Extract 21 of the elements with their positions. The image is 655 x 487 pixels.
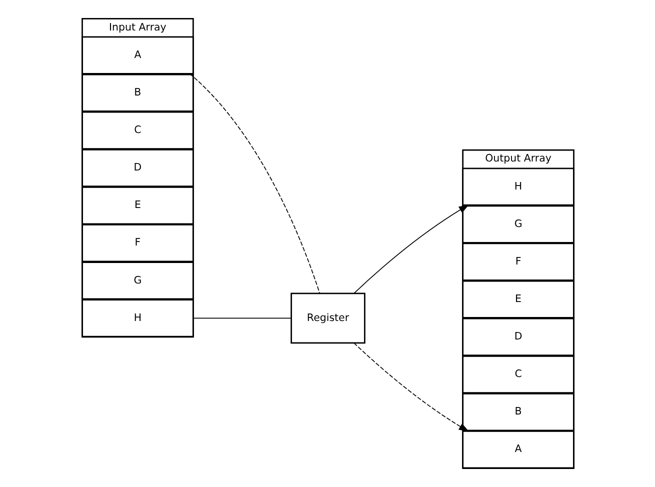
node-box: G (81, 262, 194, 300)
node-box: B (462, 393, 574, 432)
node-box: E (81, 186, 194, 225)
connector (188, 73, 320, 294)
node-box: C (462, 355, 574, 394)
node-box: H (462, 168, 574, 206)
node-box: E (462, 280, 574, 318)
node-box: F (462, 242, 574, 281)
arrow (353, 342, 469, 432)
arrow (353, 204, 469, 294)
node-box: Register (290, 292, 365, 344)
node-box: A (462, 430, 574, 469)
node-box: A (81, 36, 194, 74)
node-box: B (81, 74, 194, 112)
node-box: H (81, 299, 194, 338)
node-box: D (462, 318, 574, 356)
node-box: G (462, 205, 574, 244)
node-box: D (81, 148, 194, 187)
node-box: C (81, 111, 194, 150)
connector (192, 318, 292, 319)
node-box: F (81, 224, 194, 262)
